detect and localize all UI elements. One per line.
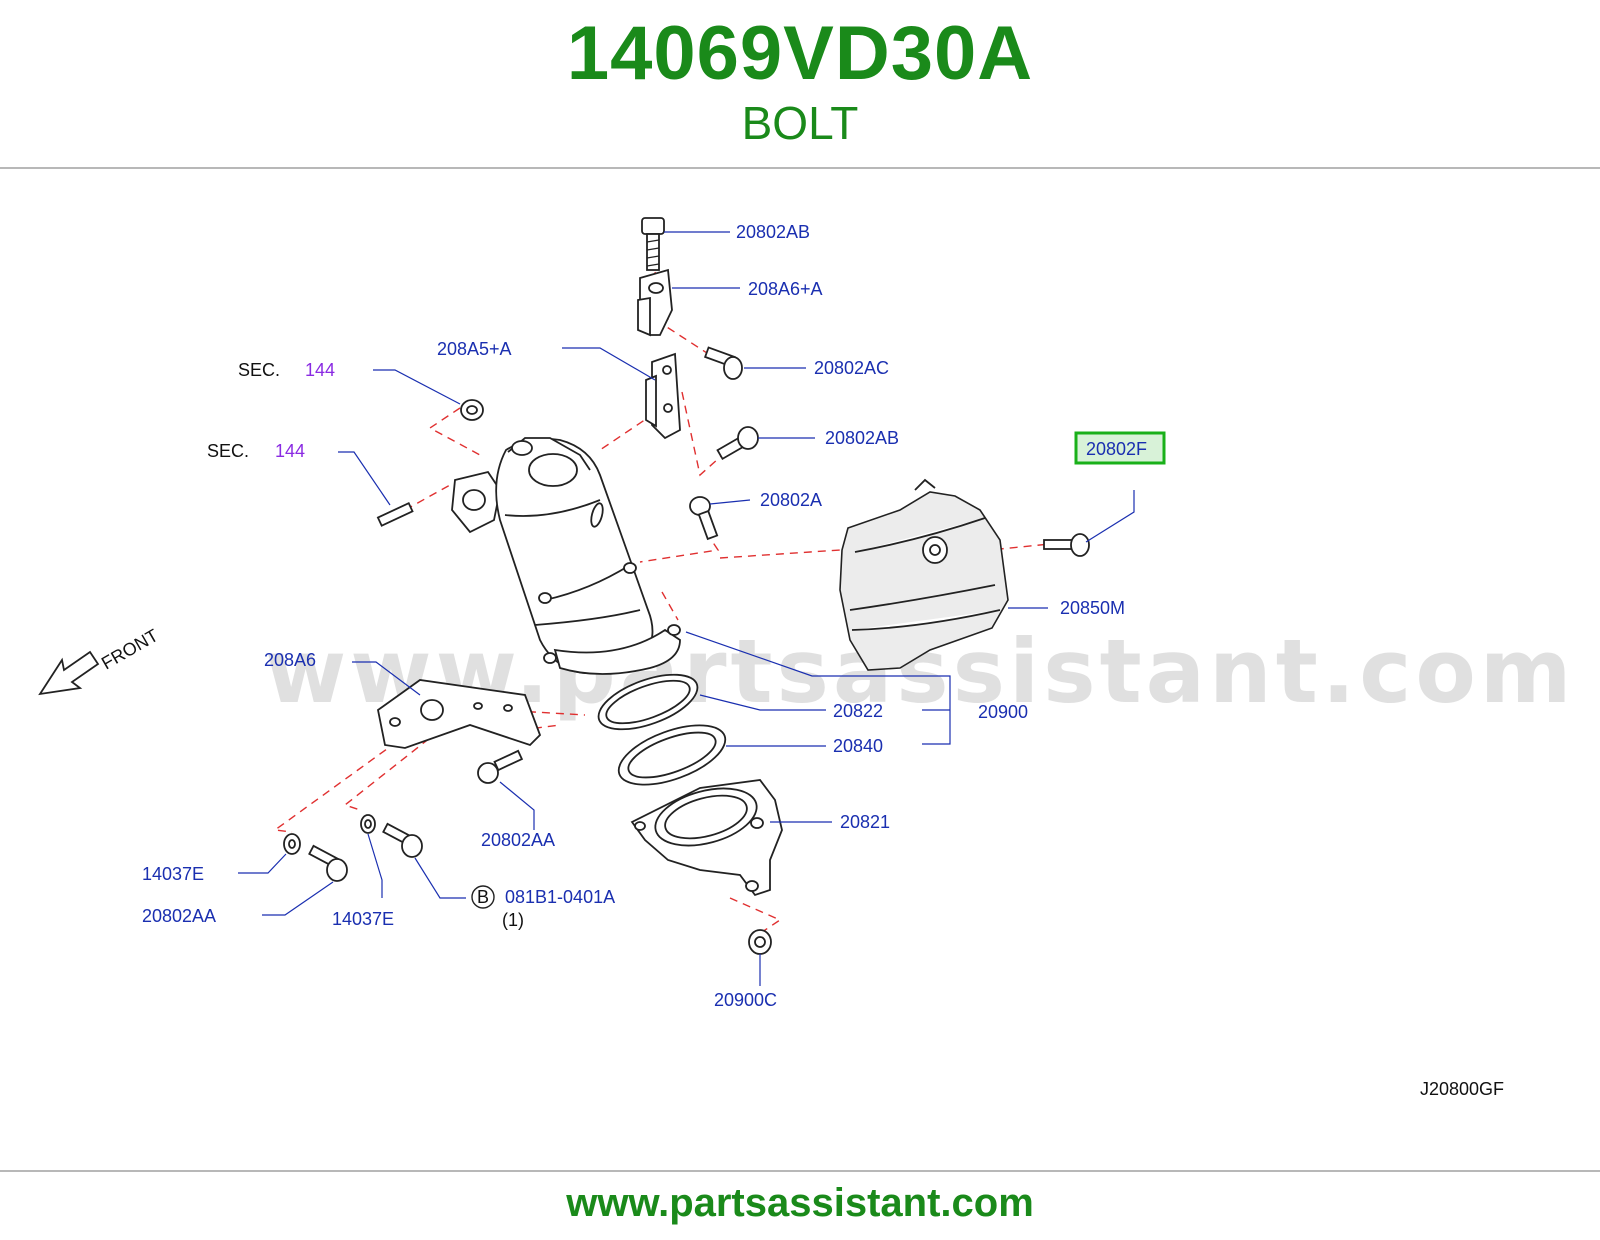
label-14037E-mid[interactable]: 14037E — [332, 909, 394, 929]
label-20821[interactable]: 20821 — [840, 812, 890, 832]
washer-14037E-left-part — [283, 833, 301, 855]
label-20802AB-mid[interactable]: 20802AB — [825, 428, 899, 448]
label-081B1-qty: (1) — [502, 910, 524, 930]
catalytic-converter-part — [451, 437, 681, 675]
label-20900C[interactable]: 20900C — [714, 990, 777, 1010]
label-b-marker: B — [477, 887, 489, 907]
label-208A5A[interactable]: 208A5+A — [437, 339, 512, 359]
label-20840[interactable]: 20840 — [833, 736, 883, 756]
label-14037E-left[interactable]: 14037E — [142, 864, 204, 884]
label-20802AB-top[interactable]: 20802AB — [736, 222, 810, 242]
ring-20840-part — [617, 724, 727, 786]
gasket-20822-part — [597, 673, 699, 731]
nut-sec144-part — [460, 399, 484, 421]
bolt-20802AC-part — [703, 346, 743, 380]
bolt-20802AA-mid-part — [477, 749, 524, 784]
label-208A6[interactable]: 208A6 — [264, 650, 316, 670]
leader-lines — [238, 231, 1135, 986]
bolt-081B1-part — [382, 822, 423, 858]
sec-ref-1-prefix: SEC. — [238, 360, 280, 380]
highlight-20802F-box — [1074, 431, 1166, 465]
heat-shield-20850M-part — [839, 478, 1009, 671]
front-arrow-icon — [38, 650, 100, 696]
parts-diagram-svg: www.partsassistant.com — [38, 217, 1572, 1099]
flange-20821-part — [630, 779, 783, 897]
part-number-title: 14069VD30A — [566, 11, 1034, 96]
label-20802AA-mid[interactable]: 20802AA — [481, 830, 555, 850]
label-20822[interactable]: 20822 — [833, 701, 883, 721]
footer-url-link[interactable]: www.partsassistant.com — [566, 1181, 1034, 1225]
bracket-208A5A-part — [645, 352, 681, 440]
label-081B1[interactable]: 081B1-0401A — [505, 887, 615, 907]
label-20802A[interactable]: 20802A — [760, 490, 822, 510]
label-20802AA-left[interactable]: 20802AA — [142, 906, 216, 926]
header-divider — [0, 167, 1600, 169]
page-header: 14069VD30A BOLT — [0, 0, 1600, 168]
sec-ref-2-number[interactable]: 144 — [275, 441, 305, 461]
label-20900[interactable]: 20900 — [978, 702, 1028, 722]
bracket-208A6A-part — [637, 268, 673, 337]
front-label: FRONT — [98, 625, 162, 673]
label-20850M[interactable]: 20850M — [1060, 598, 1125, 618]
bolt-20802A-part — [689, 496, 719, 541]
bracket-208A6-part — [377, 679, 542, 749]
bolt-20802AB-mid-part — [716, 426, 759, 461]
stud-sec144-part — [376, 501, 414, 527]
b-marker-circle — [471, 885, 495, 909]
footer-divider — [0, 1170, 1600, 1172]
bolt-20802AB-top-part — [641, 217, 665, 271]
nut-20900C-part — [748, 929, 772, 955]
sec-ref-1-number[interactable]: 144 — [305, 360, 335, 380]
label-20802F[interactable]: 20802F — [1086, 439, 1147, 459]
washer-14037E-mid-part — [360, 814, 376, 834]
diagram-code: J20800GF — [1420, 1079, 1504, 1099]
label-20802AC[interactable]: 20802AC — [814, 358, 889, 378]
part-name-subtitle: BOLT — [741, 97, 859, 149]
parts-diagram: www.partsassistant.com — [0, 170, 1600, 1168]
sec-ref-2-prefix: SEC. — [207, 441, 249, 461]
label-208A6A[interactable]: 208A6+A — [748, 279, 823, 299]
bolt-20802F-part — [1043, 533, 1090, 557]
bolt-20802AA-left-part — [308, 844, 348, 882]
